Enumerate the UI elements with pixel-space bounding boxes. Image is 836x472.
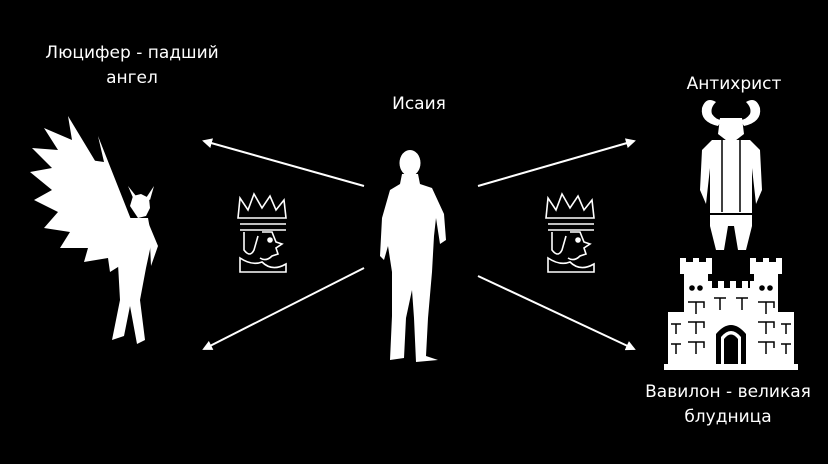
arrow-to-antichrist — [477, 138, 636, 187]
standing-man-icon — [380, 150, 446, 362]
babylon-label: Вавилон - великая блудница — [645, 382, 811, 427]
arrow-to-lucifer-top — [202, 138, 365, 187]
horned-demon-icon — [700, 100, 762, 250]
arrow-to-lucifer-bottom — [202, 267, 365, 350]
diagram-canvas: Люцифер - падший ангел Исаия Антихрист В… — [0, 0, 828, 464]
lucifer-label: Люцифер - падший ангел — [45, 43, 219, 88]
ishtar-gate-icon — [664, 258, 798, 370]
king-card-face-right — [545, 192, 595, 273]
king-card-face-left — [237, 192, 287, 273]
arrow-to-babylon — [477, 275, 636, 351]
antichrist-label: Антихрист — [686, 74, 782, 94]
winged-fallen-angel-icon — [30, 116, 158, 344]
isaiah-label: Исаия — [392, 94, 446, 114]
diagram-graphics — [30, 100, 798, 370]
